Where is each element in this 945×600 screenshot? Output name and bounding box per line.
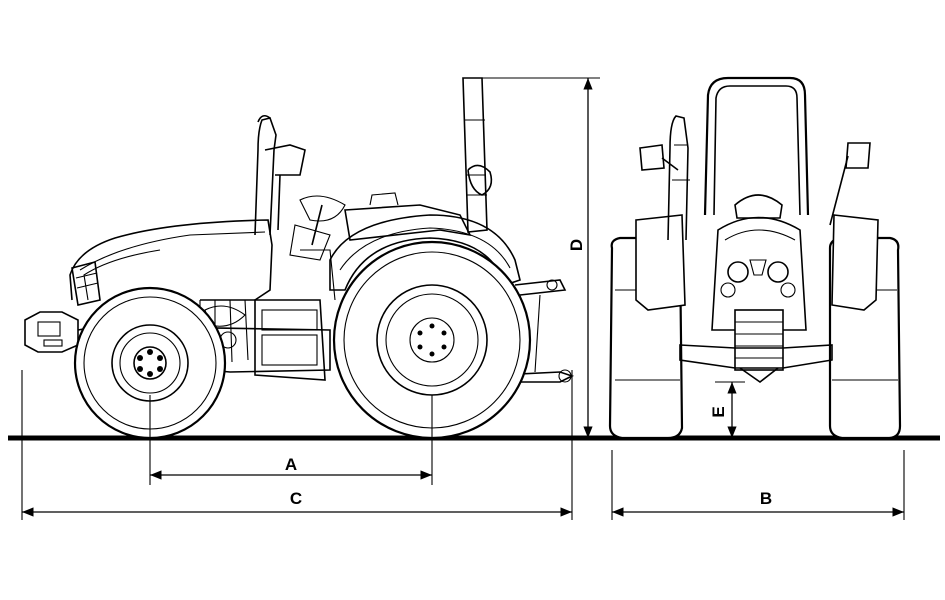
dimension-a: A: [149, 395, 433, 485]
dimension-b: B: [611, 450, 905, 520]
side-front-wheel: [73, 286, 227, 440]
side-rear-wheel: [332, 240, 532, 440]
dimension-b-label: B: [760, 489, 772, 508]
front-view-tractor: [608, 76, 902, 440]
dimension-d-label: D: [567, 239, 586, 251]
dimension-d: D: [472, 77, 600, 438]
dimension-c-label: C: [290, 489, 302, 508]
dimension-c: C: [21, 370, 573, 520]
dimension-e: E: [709, 382, 737, 438]
side-view-tractor: [24, 77, 575, 440]
dimension-e-label: E: [709, 406, 728, 417]
dimension-a-label: A: [285, 455, 297, 474]
